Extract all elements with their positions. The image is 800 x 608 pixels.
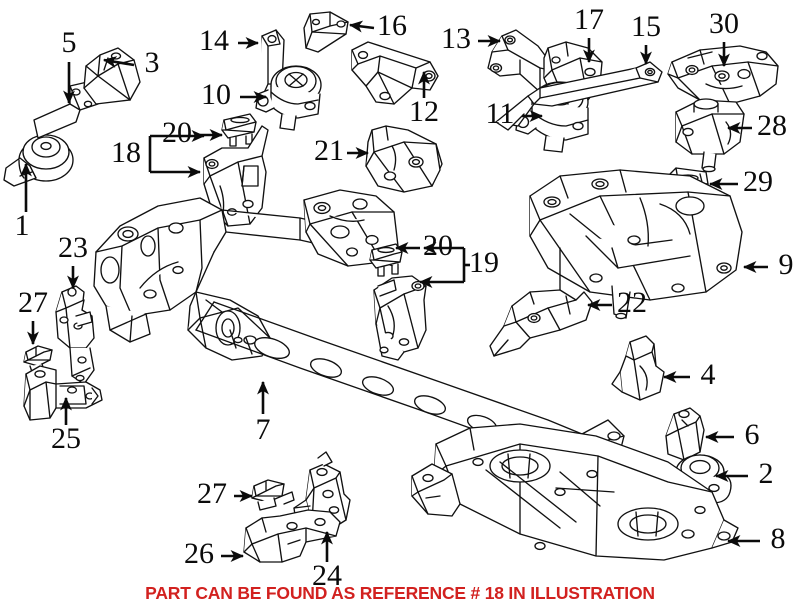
- callout-17[interactable]: 17: [574, 3, 604, 36]
- callout-numbers: 1 2 3 4 5 6 7 8 9 10 11 12 13 14 15 16 1…: [15, 3, 794, 592]
- callout-5[interactable]: 5: [62, 26, 77, 59]
- part-6-support-bracket-wedge: [665, 407, 705, 461]
- part-1-engine-mount-hydraulic: [3, 134, 74, 187]
- part-10-transmission-mount-front: [255, 65, 322, 131]
- part-27-clip-retainer-lower: [251, 479, 295, 511]
- callout-15[interactable]: 15: [631, 10, 661, 43]
- part-22-subframe-mount-bracket: [489, 289, 593, 357]
- callout-20-center[interactable]: 20: [423, 229, 453, 262]
- callout-3[interactable]: 3: [145, 46, 160, 79]
- callout-22[interactable]: 22: [617, 286, 647, 319]
- callout-14[interactable]: 14: [199, 24, 229, 57]
- callout-1[interactable]: 1: [15, 209, 30, 242]
- callout-18[interactable]: 18: [111, 136, 141, 169]
- callout-19[interactable]: 19: [469, 246, 499, 279]
- callout-28[interactable]: 28: [757, 109, 787, 142]
- part-18-mount-bracket-left-assembly: [203, 113, 269, 227]
- callout-16[interactable]: 16: [377, 9, 407, 42]
- part-16-bracket-small-upper: [303, 11, 349, 53]
- part-3-mount-bracket-upper-left: [83, 47, 141, 105]
- part-4-reinforcement-bracket-right: [611, 335, 665, 401]
- reference-note: PART CAN BE FOUND AS REFERENCE # 18 IN I…: [145, 583, 655, 603]
- callout-12[interactable]: 12: [409, 95, 439, 128]
- part-28-transmission-mount-housing: [675, 98, 745, 173]
- callout-13[interactable]: 13: [441, 22, 471, 55]
- part-8-rear-subframe-assembly: [411, 423, 739, 561]
- callout-20[interactable]: 20: [162, 116, 192, 149]
- part-21-mount-bracket-center-left: [365, 125, 443, 193]
- callout-26[interactable]: 26: [184, 537, 214, 570]
- part-26-bracket-block-lower: [243, 509, 341, 563]
- callout-6[interactable]: 6: [745, 418, 760, 451]
- part-23-bracket-plate-left: [55, 285, 95, 385]
- callout-27[interactable]: 27: [18, 286, 48, 319]
- callout-21[interactable]: 21: [314, 134, 344, 167]
- part-20-stopper-buffer-pad-center: [369, 243, 403, 277]
- part-15-tie-rod-stay: [495, 61, 663, 131]
- callout-4[interactable]: 4: [701, 358, 716, 391]
- callout-11[interactable]: 11: [486, 97, 515, 130]
- callout-10[interactable]: 10: [201, 78, 231, 111]
- callout-27-lower[interactable]: 27: [197, 477, 227, 510]
- callout-9[interactable]: 9: [779, 248, 794, 281]
- part-30-control-arm-lower: [667, 45, 779, 105]
- callout-2[interactable]: 2: [759, 457, 774, 490]
- callout-23[interactable]: 23: [58, 231, 88, 264]
- part-9-rear-differential-carrier: [529, 169, 743, 320]
- part-20-stopper-buffer-pad-left: [221, 113, 257, 147]
- callout-25[interactable]: 25: [51, 422, 81, 455]
- callout-7[interactable]: 7: [256, 413, 271, 446]
- callout-24[interactable]: 24: [312, 559, 342, 592]
- callout-29[interactable]: 29: [743, 165, 773, 198]
- part-25-bracket-arm-lower-left: [23, 365, 103, 421]
- callout-30[interactable]: 30: [709, 7, 739, 40]
- part-19-mount-bracket-center-assembly: [369, 243, 427, 361]
- callout-8[interactable]: 8: [771, 522, 786, 555]
